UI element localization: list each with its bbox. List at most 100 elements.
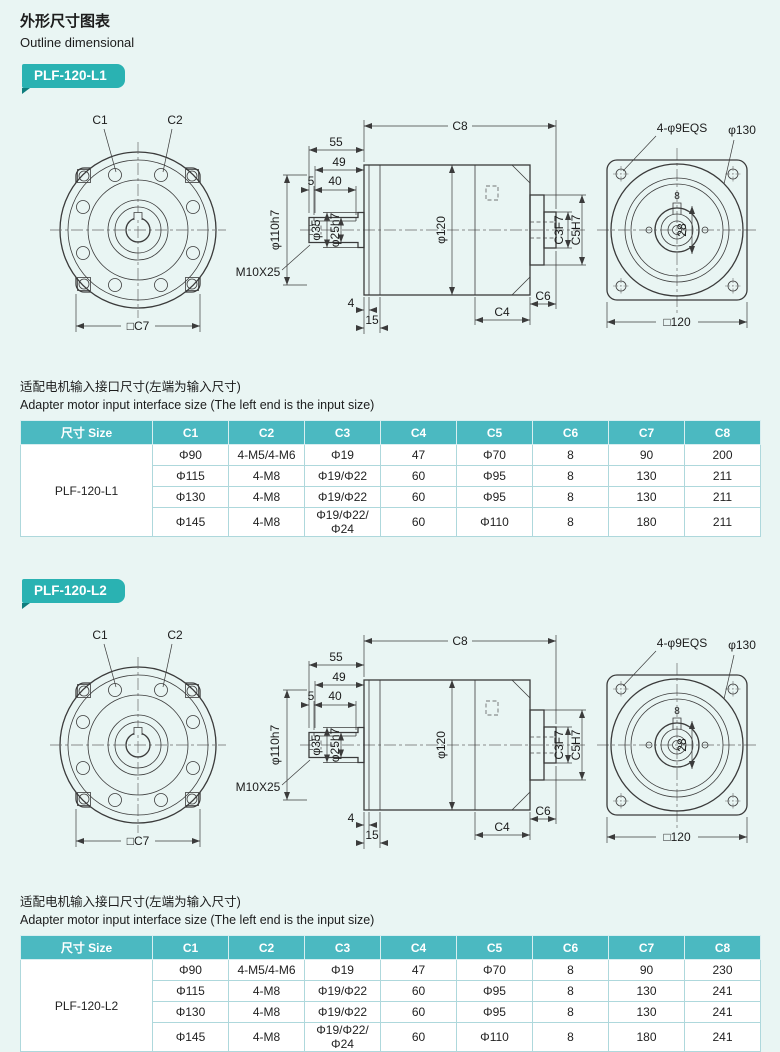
table-cell: Φ19/Φ22 (304, 486, 381, 508)
table-cell: 4-M8 (228, 507, 305, 537)
dim-4-label: 4 (348, 296, 355, 310)
dim-8-label: 8 (674, 191, 680, 202)
caption-en: Adapter motor input interface size (The … (20, 398, 375, 412)
page-title-en: Outline dimensional (20, 35, 135, 50)
column-header: C3 (304, 420, 381, 445)
table-cell: 211 (684, 486, 761, 508)
dim-15-label: 15 (365, 313, 379, 327)
table-row: Φ145 4-M8 Φ19/Φ22/Φ24 60 Φ110 8 180 211 (21, 507, 761, 537)
table-cell: 4-M8 (228, 1022, 305, 1052)
table-cell: Φ115 (152, 980, 229, 1002)
column-header: C7 (608, 420, 685, 445)
table-cell: Φ19/Φ22 (304, 1001, 381, 1023)
table-cell: Φ145 (152, 507, 229, 537)
outline-drawing: C1 C2 □C7 (20, 102, 760, 352)
table-header-row: 尺寸 Size C1 C2 C3 C4 C5 C6 C7 C8 (20, 420, 761, 445)
column-header: C1 (152, 935, 229, 960)
table-cell: Φ70 (456, 444, 533, 466)
table-cell: 8 (532, 507, 609, 537)
keyway (133, 212, 143, 220)
dim-c5-label: C5H7 (569, 214, 583, 245)
column-header: 尺寸 Size (20, 420, 153, 445)
table-cell: 241 (684, 1001, 761, 1023)
table-row: Φ130 4-M8 Φ19/Φ22 60 Φ95 8 130 211 (21, 486, 761, 508)
model-name: PLF-120-L1 (20, 444, 153, 537)
dim-d35-label: φ35 (309, 219, 323, 240)
side-view: C8 55 49 5 40 (236, 119, 588, 334)
page-title-cn: 外形尺寸图表 (20, 13, 111, 30)
column-header: C8 (684, 420, 761, 445)
table-cell: Φ95 (456, 980, 533, 1002)
table-row: Φ130 4-M8 Φ19/Φ22 60 Φ95 8 130 241 (21, 1001, 761, 1023)
table-cell: 60 (380, 980, 457, 1002)
dim-28-label: 28 (675, 223, 689, 237)
rear-flange-square (606, 159, 748, 301)
table-cell: Φ19/Φ22/Φ24 (304, 507, 381, 537)
column-header: C4 (380, 935, 457, 960)
column-header: C7 (608, 935, 685, 960)
dim-d120-label: φ120 (434, 216, 448, 244)
table-cell: 4-M8 (228, 980, 305, 1002)
table-row: PLF-120-L1 Φ90 4-M5/4-M6 Φ19 47 Φ70 8 90… (20, 444, 761, 537)
table-cell: 4-M8 (228, 465, 305, 487)
table-cell: 8 (532, 980, 609, 1002)
dimension-table-l1: 尺寸 Size C1 C2 C3 C4 C5 C6 C7 C8 PLF-120-… (20, 420, 761, 537)
table-cell: Φ19 (304, 444, 381, 466)
rear-view: 8 28 4-φ9EQS φ130 □120 (597, 121, 757, 329)
table-cell: Φ19/Φ22/Φ24 (304, 1022, 381, 1052)
table-cell: 60 (380, 1001, 457, 1023)
dim-d110-label: φ110h7 (268, 210, 282, 251)
table-cell: 4-M8 (228, 1001, 305, 1023)
table-cell: 8 (532, 444, 609, 466)
table-cell: Φ95 (456, 486, 533, 508)
caption-cn: 适配电机输入接口尺寸(左端为输入尺寸) (20, 380, 241, 394)
table-cell: 90 (608, 959, 685, 981)
table-cell: 8 (532, 486, 609, 508)
dim-d130-label: φ130 (728, 123, 756, 137)
table-cell: 4-M8 (228, 486, 305, 508)
c1-leader (103, 128, 117, 173)
table-cell: Φ19/Φ22 (304, 980, 381, 1002)
table-row: Φ145 4-M8 Φ19/Φ22/Φ24 60 Φ110 8 180 241 (21, 1022, 761, 1052)
table-row: Φ115 4-M8 Φ19/Φ22 60 Φ95 8 130 241 (21, 980, 761, 1002)
table-cell: Φ130 (152, 486, 229, 508)
column-header: C3 (304, 935, 381, 960)
holes-leader (622, 135, 657, 172)
table-cell: Φ95 (456, 1001, 533, 1023)
table-cell: Φ19 (304, 959, 381, 981)
table-cell: 8 (532, 959, 609, 981)
section-plf-120-l1: PLF-120-L1 (20, 60, 761, 537)
dim-40-label: 40 (328, 174, 342, 188)
dim-49-label: 49 (332, 155, 346, 169)
table-cell: 8 (532, 1001, 609, 1023)
outline-drawing (20, 617, 760, 867)
column-header: C5 (456, 420, 533, 445)
dim-5-label: 5 (308, 174, 315, 188)
table-cell: 60 (380, 465, 457, 487)
column-header: C2 (228, 420, 305, 445)
dimension-table-l2: 尺寸 Size C1 C2 C3 C4 C5 C6 C7 C8 PLF-120-… (20, 935, 761, 1052)
model-name: PLF-120-L2 (20, 959, 153, 1052)
d130-leader (723, 139, 735, 185)
outline-drawing-copy (50, 628, 757, 849)
table-cell: Φ95 (456, 465, 533, 487)
table-cell: 230 (684, 959, 761, 981)
table-cell: Φ110 (456, 1022, 533, 1052)
dim-c8-label: C8 (452, 119, 468, 133)
caption-en: Adapter motor input interface size (The … (20, 913, 375, 927)
rear-keyway (672, 202, 682, 214)
table-cell: Φ90 (152, 444, 229, 466)
table-row: PLF-120-L2 Φ90 4-M5/4-M6 Φ19 47 Φ70 8 90… (20, 959, 761, 1052)
dim-c4-label: C4 (494, 305, 510, 319)
dim-holes-label: 4-φ9EQS (657, 121, 707, 135)
dim-c1-label: C1 (92, 113, 108, 127)
column-header: C6 (532, 935, 609, 960)
column-header: 尺寸 Size (20, 935, 153, 960)
dim-c3-label: C3F7 (552, 215, 566, 245)
column-header: C1 (152, 420, 229, 445)
table-cell: 180 (608, 1022, 685, 1052)
table-cell: 8 (532, 1022, 609, 1052)
table-cell: Φ70 (456, 959, 533, 981)
table-cell: Φ145 (152, 1022, 229, 1052)
table-cell: 47 (380, 444, 457, 466)
